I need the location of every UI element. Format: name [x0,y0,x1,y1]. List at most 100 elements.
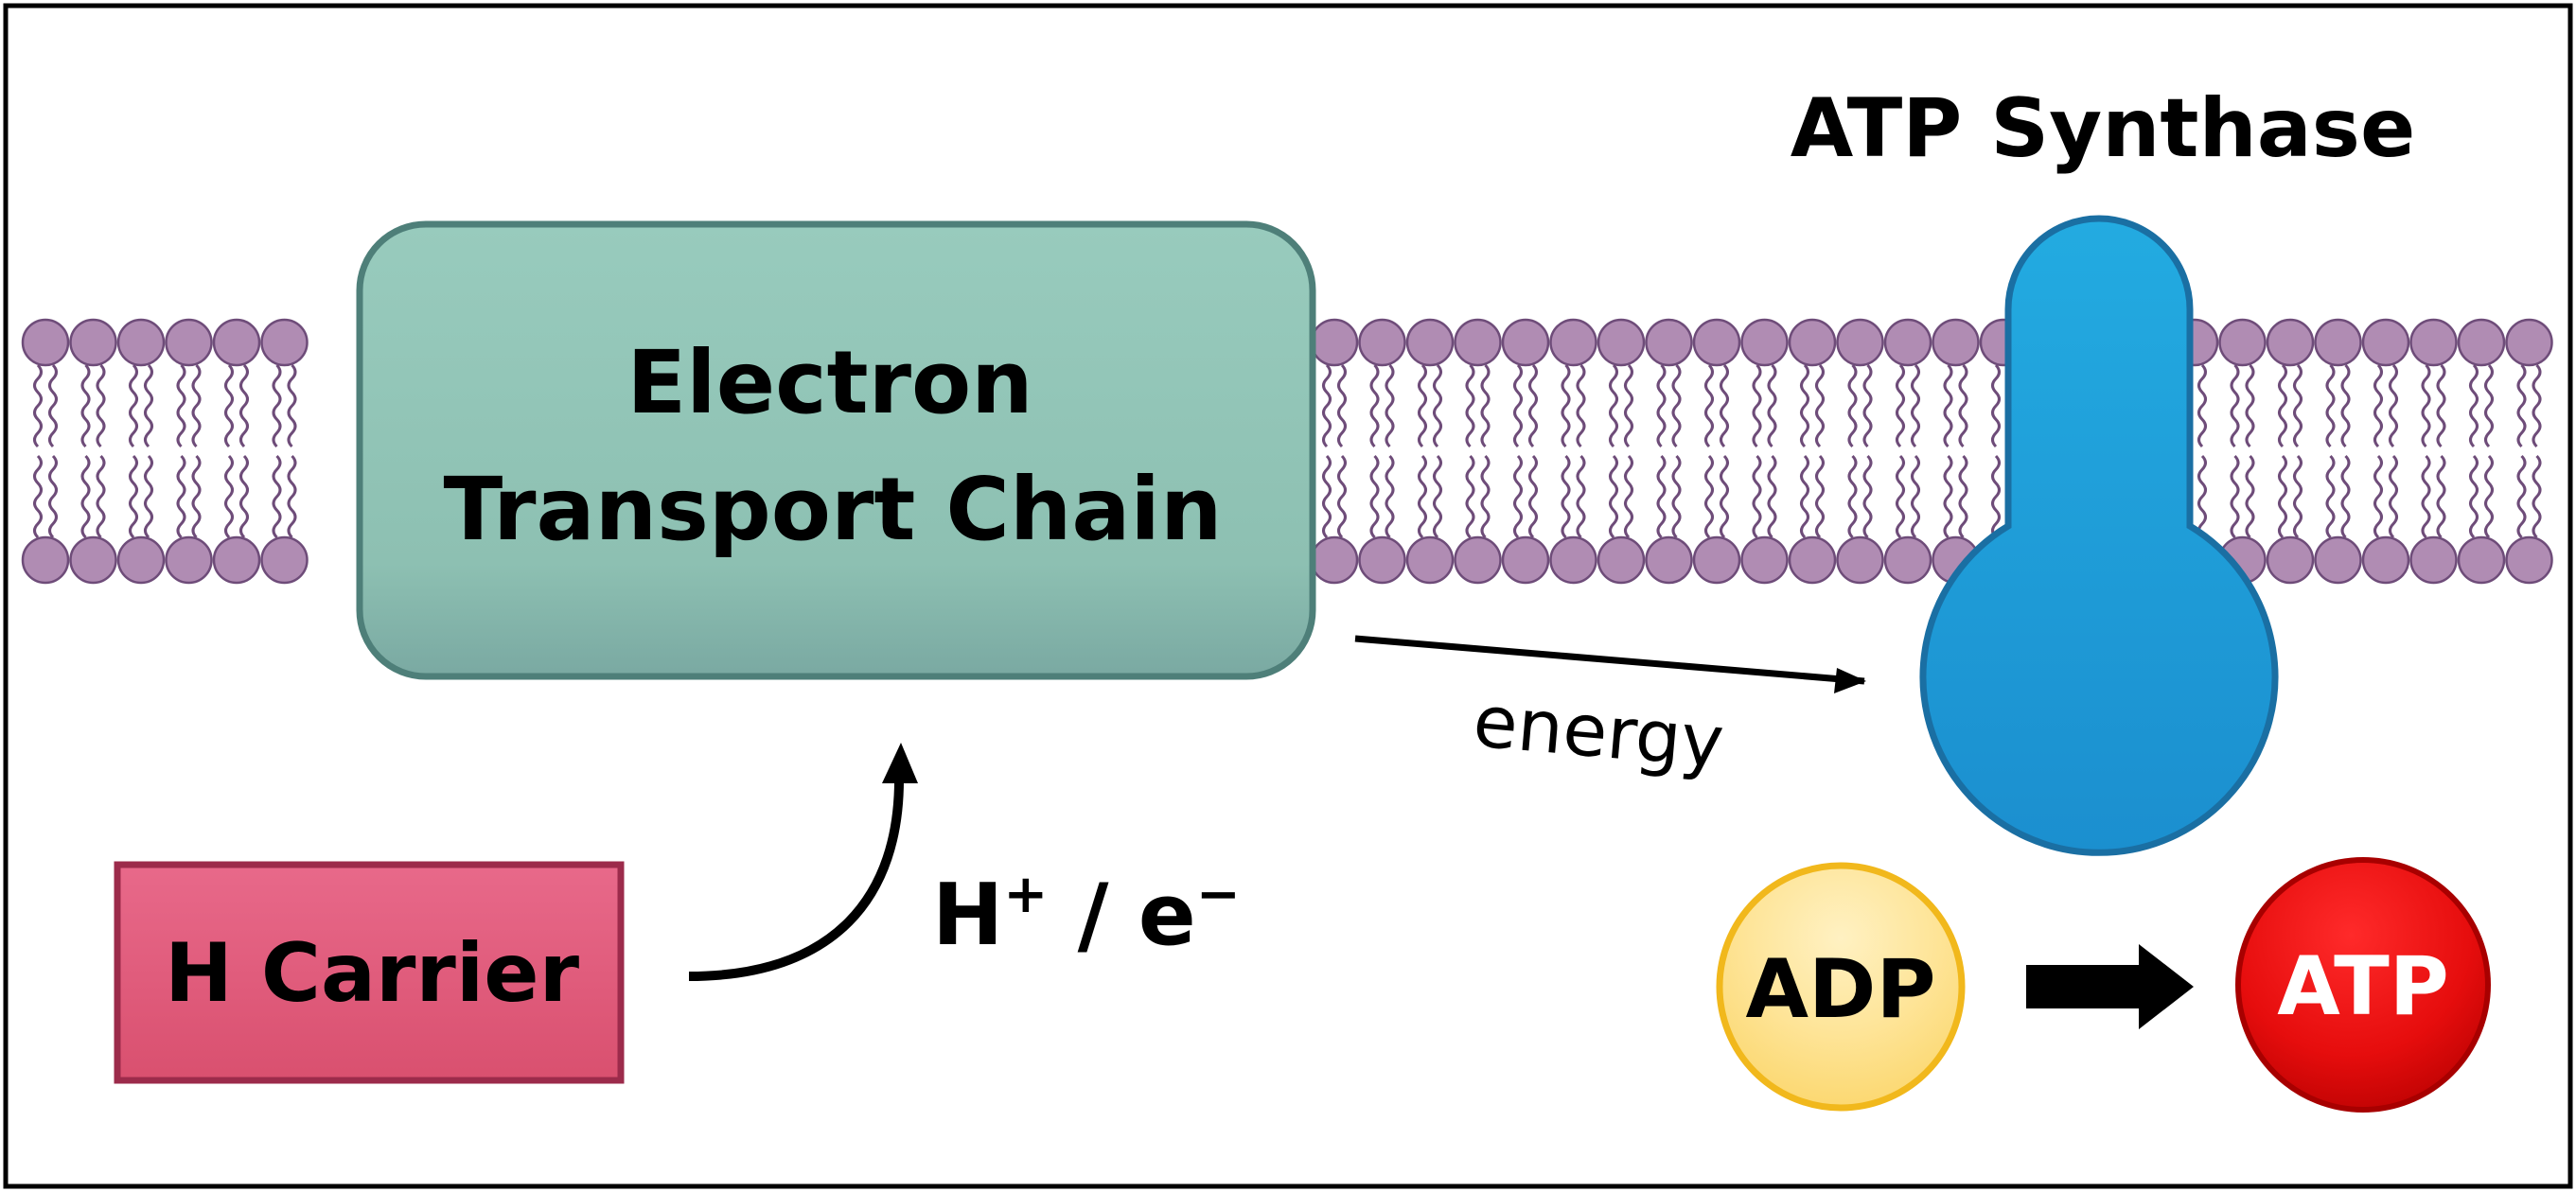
lipid-tail [2245,363,2255,448]
lipid-tail [224,454,234,539]
lipid-tail [2516,363,2527,448]
lipid-tail [1656,454,1667,539]
lipid-tail [80,454,91,539]
lipid-head [1454,318,1502,367]
lipid-tail [1576,454,1586,539]
lipid-tail [2436,454,2446,539]
proton-symbol: H [932,866,1003,965]
lipid-tail [1337,363,1347,448]
lipid-head [2457,318,2506,367]
lipid-tail [1561,363,1571,448]
lipid-head [1597,318,1646,367]
etc-box [356,220,1316,680]
lipid-tail [2421,363,2431,448]
lipid-head [1501,318,1550,367]
lipid-tail [1720,454,1729,539]
lipid-tail [1767,454,1777,539]
lipid-tail [2325,454,2336,539]
lipid-tail [2245,454,2255,539]
lipid-head [1788,535,1837,585]
lipid-tail [1385,363,1395,448]
lipid-tail [33,363,43,448]
lipid-tail [2278,454,2287,539]
lipid-tail [1847,363,1858,448]
lipid-tail [2293,363,2303,448]
atp-synthase-title: ATP Synthase [1791,81,2416,176]
lipid-tail [1609,454,1618,539]
adp-to-atp-arrow [2026,944,2194,1029]
lipid-head [2361,535,2410,585]
lipid-tail [1465,454,1475,539]
energy-arrow-head [1834,668,1866,693]
lipid-tail [1815,454,1825,539]
lipid-head [116,318,166,367]
lipid-head [2218,318,2267,367]
lipid-tail [1418,454,1427,539]
lipid-tail [1480,454,1491,539]
lipid-head [116,535,166,585]
transfer-arrow [688,773,905,981]
adp: ADP [1716,862,1966,1112]
atp-circle [2235,857,2491,1113]
lipid-tail [2516,454,2527,539]
lipid-head [2266,535,2315,585]
lipid-tail [2340,454,2351,539]
lipid-tail [1991,363,2001,448]
lipid-head [165,318,213,367]
lipid-tail [1943,454,1953,539]
lipid-head [1501,535,1550,585]
lipid-tail [1767,363,1777,448]
atp-synthase-shape [1919,215,2279,856]
electron-transport-chain: Electron Transport Chain [356,220,1316,680]
lipid-tail [1609,363,1618,448]
lipid-tail [1911,454,1920,539]
atp-synthase: ATP Synthase [1791,81,2416,856]
lipid-tail [48,363,58,448]
lipid-head [1358,535,1406,585]
lipid-tail [1862,363,1873,448]
lipid-head [2409,318,2458,367]
lipid-tail [1896,363,1905,448]
adp-circle [1716,862,1966,1112]
lipid-tail [1656,363,1667,448]
lipid-tail [287,363,297,448]
lipid-head [260,535,309,585]
lipid-tail [1418,363,1427,448]
lipid-tail [2389,363,2398,448]
lipid-tail [48,454,58,539]
lipid-tail [2373,454,2383,539]
lipid-tail [1800,363,1809,448]
lipid-tail [2293,454,2303,539]
etc-label-line1: Electron [626,332,1032,433]
lipid-tail [239,454,249,539]
lipid-tail [1465,363,1475,448]
lipid-head [1310,535,1359,585]
lipid-head [212,318,261,367]
lipid-tail [272,454,282,539]
lipid-tail [2532,363,2542,448]
lipid-tail [1433,363,1442,448]
lipid-tail [1800,454,1809,539]
lipid-tail [2230,363,2240,448]
lipid-tail [176,363,186,448]
lipid-head [1740,535,1789,585]
lipid-head [21,318,70,367]
lipid-tail [1862,454,1873,539]
lipid-head [1932,318,1980,367]
lipid-head [1883,535,1932,585]
proton-charge: + [1003,864,1048,925]
lipid-head [260,318,309,367]
lipid-head [2314,535,2362,585]
lipid-head [1836,535,1884,585]
lipid-tail [2197,363,2207,448]
lipid-tail [224,363,234,448]
lipid-head [1740,318,1789,367]
lipid-head [1645,535,1693,585]
lipid-head [2361,318,2410,367]
lipid-tail [1322,363,1332,448]
lipid-tail [2469,363,2479,448]
lipid-tail [1322,454,1332,539]
lipid-tail [33,454,43,539]
lipid-tail [1704,454,1714,539]
lipid-head [1645,318,1693,367]
